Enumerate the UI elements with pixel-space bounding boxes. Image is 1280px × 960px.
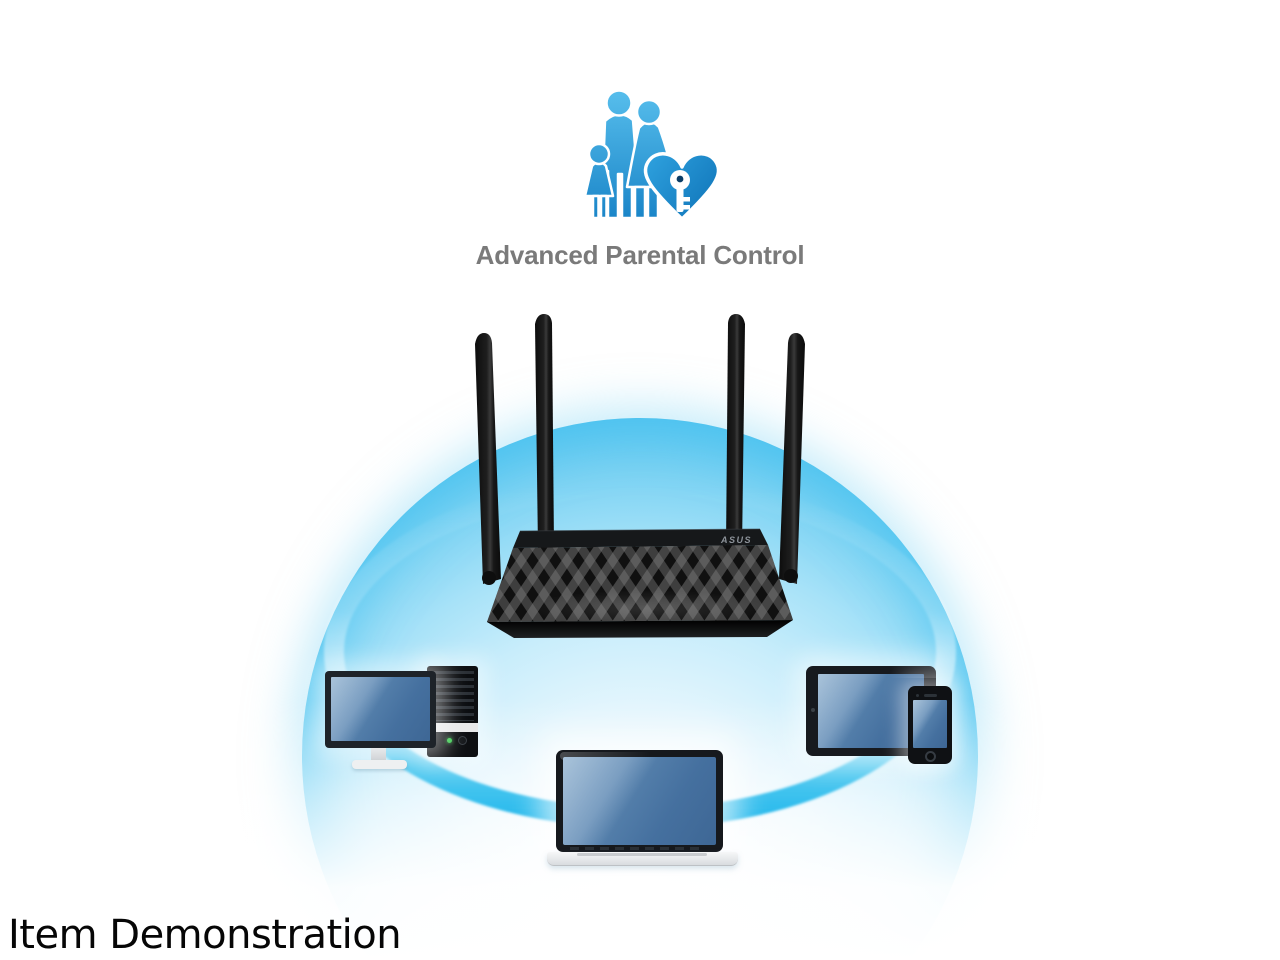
phone-home-button — [925, 751, 936, 762]
child-figure — [583, 142, 615, 220]
family-heart-key-icon — [583, 89, 721, 221]
tower-drive-bay — [427, 723, 478, 732]
feature-title: Advanced Parental Control — [475, 240, 805, 270]
mother-figure — [625, 98, 677, 220]
laptop-hinge-detail — [570, 847, 700, 850]
smartphone — [908, 686, 952, 764]
keyhole — [676, 175, 684, 183]
tablet-screen — [818, 674, 924, 748]
phone-screen — [913, 700, 947, 748]
tablet-camera-dot — [811, 708, 815, 712]
laptop-display — [556, 750, 723, 852]
phone-speaker — [924, 694, 937, 697]
phone-camera-dot — [916, 694, 919, 697]
laptop-screen — [563, 757, 716, 845]
laptop-base — [547, 852, 738, 866]
tower-power-button — [458, 736, 467, 745]
desktop-monitor — [325, 671, 436, 748]
monitor-stand-neck — [371, 748, 386, 761]
tower-power-led — [447, 738, 452, 743]
monitor-screen — [331, 677, 430, 741]
tower-vents — [431, 671, 474, 721]
monitor-stand-base — [352, 760, 407, 769]
item-demonstration-caption: Item Demonstration — [8, 912, 402, 958]
heart-key-icon — [643, 152, 721, 221]
